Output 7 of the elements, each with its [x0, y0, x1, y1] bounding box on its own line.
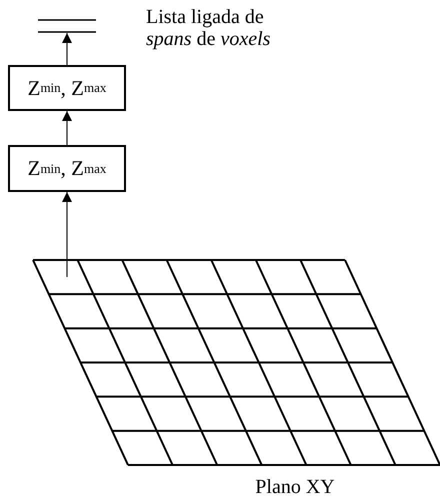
caption-text: Plano XY	[254, 476, 336, 498]
arrow	[62, 110, 72, 146]
terminator-symbol	[38, 19, 96, 33]
grid-plane-drawing	[32, 259, 440, 466]
arrow	[62, 192, 72, 278]
arrow	[62, 32, 72, 66]
note-text: Lista ligada de spans de voxels	[146, 6, 272, 50]
